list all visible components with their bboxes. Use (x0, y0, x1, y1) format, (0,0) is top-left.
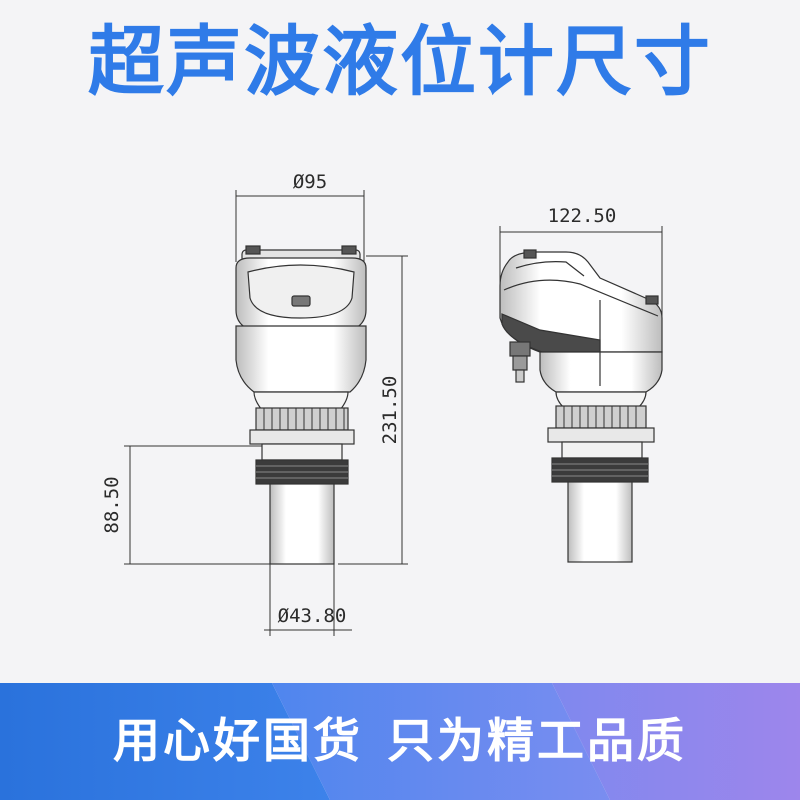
side-ribs (563, 406, 637, 428)
dim-total-height: 231.50 (379, 376, 401, 445)
slogan-part2: 只为精工品质 (387, 714, 687, 769)
side-rib-collar (555, 405, 647, 429)
front-thread-lines (256, 465, 348, 479)
side-gland-tip (515, 369, 525, 383)
side-adapter (561, 441, 643, 459)
dim-side-width: 122.50 (548, 205, 617, 227)
banner-segment-purple (552, 683, 800, 800)
front-view (235, 245, 367, 565)
page-title: 超声波液位计尺寸 (88, 17, 712, 106)
front-window (247, 264, 355, 319)
side-clip-rear (645, 295, 659, 305)
front-screw (291, 295, 311, 307)
side-clip (523, 249, 537, 259)
front-neck (253, 391, 349, 411)
dim-sensor-diameter: Ø43.80 (278, 605, 347, 627)
side-gland-nut (509, 341, 531, 357)
front-dimension-lines (124, 190, 408, 636)
banner-segment-blue (0, 683, 330, 800)
front-adapter (261, 443, 343, 461)
front-rib-collar (255, 407, 349, 431)
side-dimension-lines (499, 226, 663, 318)
front-clip-right (341, 245, 357, 255)
front-ribs (263, 408, 345, 430)
slogan-banner (0, 683, 800, 800)
side-thread-lines (552, 463, 648, 477)
banner-segment-mid (272, 683, 610, 800)
side-flange (547, 427, 655, 443)
front-clip-left (245, 245, 261, 255)
side-head-ridge (515, 261, 585, 277)
slogan: 用心好国货只为精工品质 (0, 683, 800, 800)
front-flange (249, 429, 355, 445)
front-housing (235, 325, 367, 393)
dim-body-diameter: Ø95 (293, 171, 327, 193)
slogan-part1: 用心好国货 (113, 714, 363, 769)
side-housing (539, 351, 663, 393)
side-sensor-tube (567, 481, 633, 563)
front-sensor-tube (269, 483, 335, 565)
side-view (499, 249, 663, 563)
side-head-seam (503, 279, 659, 317)
side-gland-body (512, 355, 528, 371)
dim-sensor-length: 88.50 (101, 476, 123, 533)
